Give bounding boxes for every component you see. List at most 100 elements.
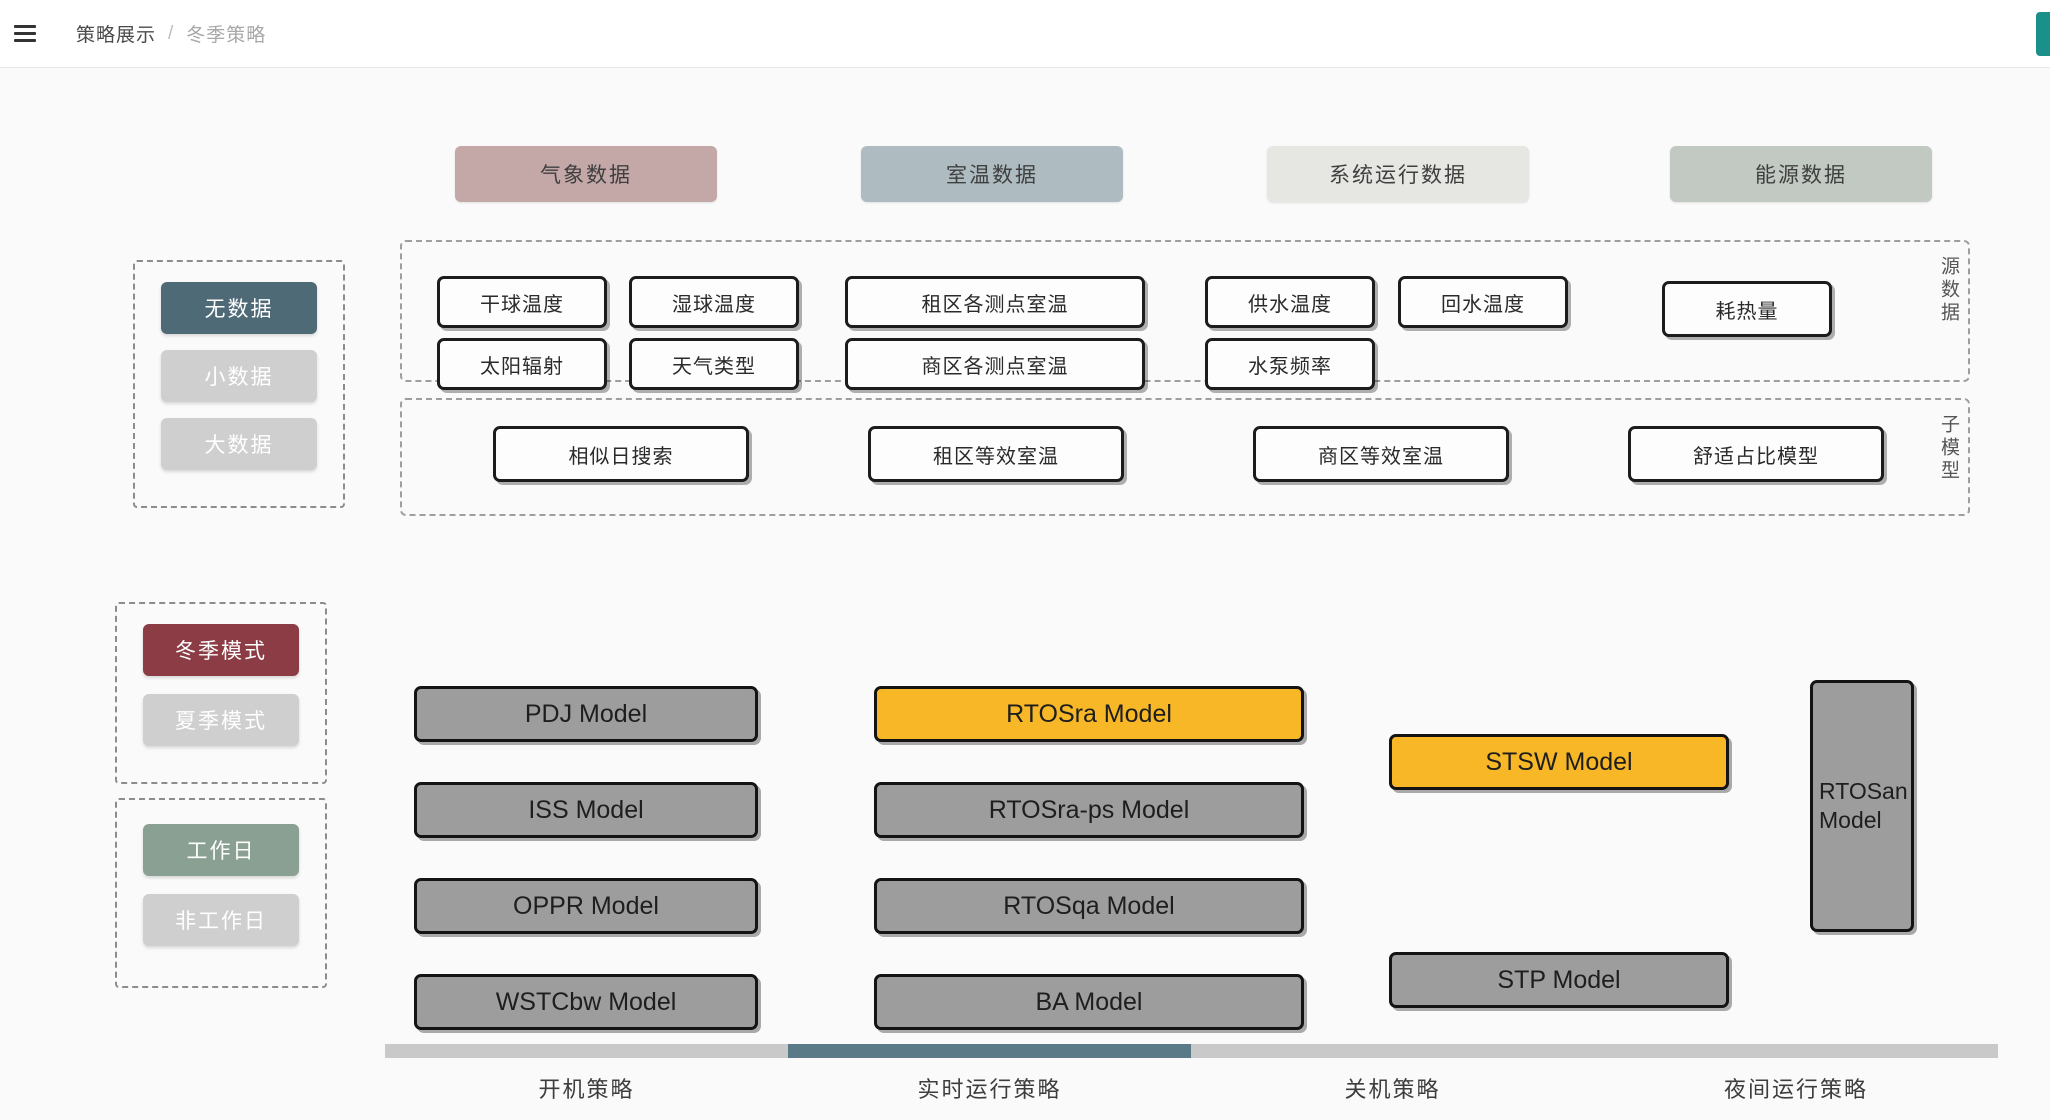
season-option-winter-label: 冬季模式 xyxy=(175,640,267,663)
model-box-pdj-label: PDJ Model xyxy=(524,699,648,728)
model-box-wstcbw[interactable]: WSTCbw Model xyxy=(414,974,758,1030)
source-data-group-label: 源数据 xyxy=(1938,256,1959,325)
stage-segment-shutdown[interactable] xyxy=(1191,1044,1594,1058)
menu-fold-bar-3 xyxy=(14,39,36,42)
breadcrumb-current: 冬季策略 xyxy=(186,25,267,46)
day-type-option-workday-label: 工作日 xyxy=(186,840,256,863)
sub-model-comfort-ratio[interactable]: 舒适占比模型 xyxy=(1628,426,1884,482)
sub-model-rental-equiv-temp[interactable]: 租区等效室温 xyxy=(868,426,1124,482)
stage-segment-realtime[interactable] xyxy=(788,1044,1191,1058)
category-pill-weather[interactable]: 气象数据 xyxy=(455,146,717,202)
sub-model-retail-equiv-temp[interactable]: 商区等效室温 xyxy=(1253,426,1509,482)
source-chip-rental-zone-temps[interactable]: 租区各测点室温 xyxy=(845,276,1145,328)
model-box-ba[interactable]: BA Model xyxy=(874,974,1304,1030)
model-box-pdj[interactable]: PDJ Model xyxy=(414,686,758,742)
data-size-option-none-label: 无数据 xyxy=(204,298,274,321)
stage-label-shutdown-text: 关机策略 xyxy=(1344,1077,1441,1102)
category-pill-roomtemp-label: 室温数据 xyxy=(946,164,1038,187)
stage-label-shutdown[interactable]: 关机策略 xyxy=(1191,1072,1594,1104)
source-chip-supply-water-temp[interactable]: 供水温度 xyxy=(1205,276,1375,328)
data-size-option-large[interactable]: 大数据 xyxy=(161,418,317,470)
model-box-rtosra-ps-label: RTOSra-ps Model xyxy=(988,795,1190,824)
source-chip-supply-water-temp-label: 供水温度 xyxy=(1248,293,1332,316)
category-pill-system-label: 系统运行数据 xyxy=(1329,164,1467,187)
top-bar: 策略展示 / 冬季策略 xyxy=(0,0,2050,68)
sub-model-retail-equiv-temp-label: 商区等效室温 xyxy=(1318,445,1444,468)
model-box-rtosqa[interactable]: RTOSqa Model xyxy=(874,878,1304,934)
day-type-option-nonworkday[interactable]: 非工作日 xyxy=(143,894,299,946)
model-box-oppr[interactable]: OPPR Model xyxy=(414,878,758,934)
source-chip-weather-type[interactable]: 天气类型 xyxy=(629,338,799,390)
source-chip-solar-radiation-label: 太阳辐射 xyxy=(480,355,564,378)
right-edge-drawer-handle[interactable] xyxy=(2036,12,2050,56)
category-pill-roomtemp[interactable]: 室温数据 xyxy=(861,146,1123,202)
data-size-selector-group: 无数据 小数据 大数据 xyxy=(133,260,345,508)
model-box-stp[interactable]: STP Model xyxy=(1389,952,1729,1008)
source-chip-pump-frequency-label: 水泵频率 xyxy=(1248,355,1332,378)
source-chip-dry-bulb-temp[interactable]: 干球温度 xyxy=(437,276,607,328)
diagram-canvas: 气象数据 室温数据 系统运行数据 能源数据 无数据 小数据 大数据 源数据 干球… xyxy=(0,68,2050,1120)
source-chip-dry-bulb-temp-label: 干球温度 xyxy=(480,293,564,316)
stage-segment-night[interactable] xyxy=(1594,1044,1998,1058)
data-size-option-small-label: 小数据 xyxy=(204,366,274,389)
category-pill-energy-label: 能源数据 xyxy=(1755,164,1847,187)
day-type-selector-group: 工作日 非工作日 xyxy=(115,798,327,988)
model-box-ba-label: BA Model xyxy=(1035,987,1143,1016)
stage-label-night-text: 夜间运行策略 xyxy=(1723,1077,1868,1102)
stage-segment-startup[interactable] xyxy=(385,1044,788,1058)
source-chip-pump-frequency[interactable]: 水泵频率 xyxy=(1205,338,1375,390)
sub-model-rental-equiv-temp-label: 租区等效室温 xyxy=(933,445,1059,468)
model-box-rtosra[interactable]: RTOSra Model xyxy=(874,686,1304,742)
source-data-group: 源数据 xyxy=(400,240,1970,382)
season-option-summer[interactable]: 夏季模式 xyxy=(143,694,299,746)
breadcrumb: 策略展示 / 冬季策略 xyxy=(76,20,266,47)
data-size-option-none[interactable]: 无数据 xyxy=(161,282,317,334)
source-chip-return-water-temp[interactable]: 回水温度 xyxy=(1398,276,1568,328)
sub-model-similar-day-search[interactable]: 相似日搜索 xyxy=(493,426,749,482)
day-type-option-nonworkday-label: 非工作日 xyxy=(175,910,267,933)
category-pill-weather-label: 气象数据 xyxy=(540,164,632,187)
source-chip-heat-consumption[interactable]: 耗热量 xyxy=(1662,281,1832,337)
sub-model-comfort-ratio-label: 舒适占比模型 xyxy=(1693,445,1819,468)
stage-label-startup-text: 开机策略 xyxy=(538,1077,635,1102)
stage-label-realtime[interactable]: 实时运行策略 xyxy=(788,1072,1191,1104)
model-box-rtosan[interactable]: RTOSan Model xyxy=(1810,680,1914,932)
breadcrumb-separator: / xyxy=(168,22,175,44)
model-box-oppr-label: OPPR Model xyxy=(513,891,659,920)
category-pill-energy[interactable]: 能源数据 xyxy=(1670,146,1932,202)
day-type-option-workday[interactable]: 工作日 xyxy=(143,824,299,876)
source-chip-heat-consumption-label: 耗热量 xyxy=(1715,300,1779,323)
season-selector-group: 冬季模式 夏季模式 xyxy=(115,602,327,784)
season-option-summer-label: 夏季模式 xyxy=(175,710,267,733)
model-box-wstcbw-label: WSTCbw Model xyxy=(495,987,677,1016)
sub-model-group-label: 子模型 xyxy=(1938,414,1959,483)
source-chip-retail-zone-temps-label: 商区各测点室温 xyxy=(921,355,1069,378)
menu-fold-icon[interactable] xyxy=(14,19,44,49)
source-chip-wet-bulb-temp-label: 湿球温度 xyxy=(672,293,756,316)
model-box-rtosan-label-line1: RTOSan xyxy=(1819,778,1908,805)
source-chip-return-water-temp-label: 回水温度 xyxy=(1441,293,1525,316)
stage-label-realtime-text: 实时运行策略 xyxy=(917,1077,1062,1102)
source-chip-wet-bulb-temp[interactable]: 湿球温度 xyxy=(629,276,799,328)
model-box-rtosra-label: RTOSra Model xyxy=(1006,699,1172,728)
sub-model-group: 子模型 xyxy=(400,398,1970,516)
category-pill-system[interactable]: 系统运行数据 xyxy=(1267,146,1529,202)
model-box-stp-label: STP Model xyxy=(1497,965,1621,994)
model-box-iss-label: ISS Model xyxy=(528,795,644,824)
data-size-option-large-label: 大数据 xyxy=(204,434,274,457)
model-box-rtosra-ps[interactable]: RTOSra-ps Model xyxy=(874,782,1304,838)
season-option-winter[interactable]: 冬季模式 xyxy=(143,624,299,676)
model-box-stsw[interactable]: STSW Model xyxy=(1389,734,1729,790)
source-chip-solar-radiation[interactable]: 太阳辐射 xyxy=(437,338,607,390)
stage-label-night[interactable]: 夜间运行策略 xyxy=(1594,1072,1998,1104)
menu-fold-bar-1 xyxy=(14,25,36,28)
model-box-iss[interactable]: ISS Model xyxy=(414,782,758,838)
model-box-rtosan-label-line2: Model xyxy=(1819,807,1882,833)
stage-label-startup[interactable]: 开机策略 xyxy=(385,1072,788,1104)
source-chip-retail-zone-temps[interactable]: 商区各测点室温 xyxy=(845,338,1145,390)
data-size-option-small[interactable]: 小数据 xyxy=(161,350,317,402)
sub-model-similar-day-search-label: 相似日搜索 xyxy=(568,445,674,468)
model-box-rtosqa-label: RTOSqa Model xyxy=(1003,891,1175,920)
strategy-stage-bar xyxy=(385,1044,1998,1058)
breadcrumb-root[interactable]: 策略展示 xyxy=(76,25,157,46)
